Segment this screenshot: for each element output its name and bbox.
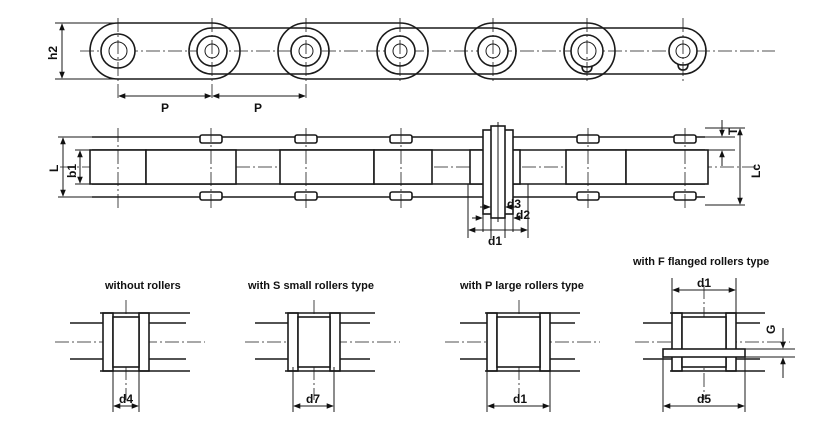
d1-flanged-label: d1 <box>697 276 711 290</box>
G-label: G <box>764 325 778 334</box>
section-flanged-rollers: with F flanged rollers type d1 G d5 <box>632 256 795 412</box>
section-small-rollers: with S small rollers type d7 <box>245 280 400 412</box>
d5-label: d5 <box>697 392 711 406</box>
L-label: L <box>47 165 61 172</box>
pitch-label-left: P <box>161 101 169 115</box>
section-caption-1: without rollers <box>104 280 181 292</box>
section-caption-4: with F flanged rollers type <box>632 256 769 268</box>
d7-label: d7 <box>306 392 320 406</box>
d3-label: d3 <box>507 197 521 211</box>
chain-top-view: h2 P P <box>46 18 775 115</box>
Lc-label: Lc <box>749 164 763 178</box>
chain-side-view: L b1 T Lc d3 d2 d1 <box>47 120 763 248</box>
d2-label: d2 <box>516 208 530 222</box>
section-without-rollers: without rollers d4 <box>55 280 205 412</box>
pitch-label-right: P <box>254 101 262 115</box>
section-caption-3: with P large rollers type <box>459 280 584 292</box>
d4-label: d4 <box>119 392 133 406</box>
b1-label: b1 <box>65 164 79 178</box>
T-label: T <box>726 127 740 135</box>
d1-large-label: d1 <box>513 392 527 406</box>
h2-label: h2 <box>46 46 60 60</box>
d1-label: d1 <box>488 234 502 248</box>
section-caption-2: with S small rollers type <box>247 280 374 292</box>
section-large-rollers: with P large rollers type d1 <box>445 280 600 412</box>
